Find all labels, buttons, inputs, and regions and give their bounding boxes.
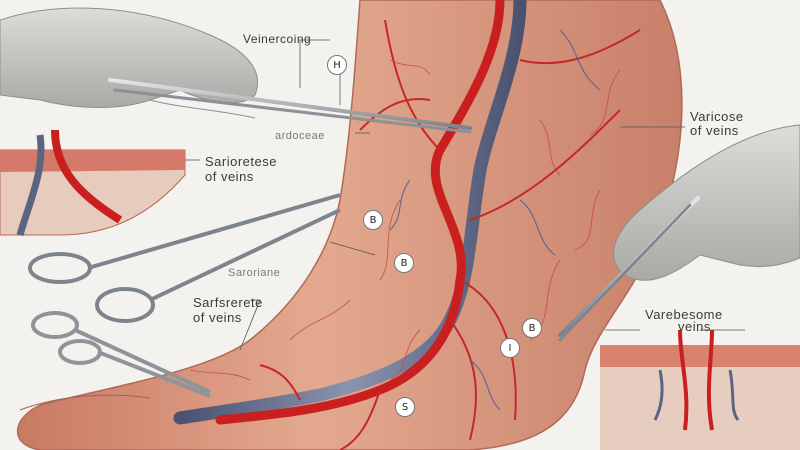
marker-2: B <box>363 210 383 230</box>
label-center-faint: Saroriane <box>228 267 281 279</box>
label-right-inset-2: veins <box>678 319 711 334</box>
left-scissors <box>28 193 341 323</box>
label-varicose-right-1: Varicose <box>690 109 744 124</box>
marker-1: H <box>327 55 347 75</box>
top-glove-hand <box>0 7 259 119</box>
inset-vein <box>16 134 45 236</box>
marker-3: B <box>394 253 414 273</box>
label-right-inset-1: Varebesome <box>645 307 723 322</box>
marker-4: B <box>522 318 542 338</box>
toe-outline <box>19 394 151 411</box>
top-forceps <box>108 78 472 134</box>
marker-6: S <box>395 397 415 417</box>
small-veins <box>389 29 601 411</box>
label-top: Veinercoing <box>243 32 312 46</box>
marker-5: I <box>500 338 520 358</box>
left-inset <box>0 129 200 236</box>
label-varicose-right-2: of veins <box>690 123 739 138</box>
right-inset <box>600 329 800 450</box>
lower-scissors <box>31 311 211 398</box>
label-lower-left-2: of veins <box>193 310 242 325</box>
right-instrument <box>558 196 700 342</box>
label-left-inset-2: of veins <box>205 169 254 184</box>
vessel-branches <box>259 19 641 450</box>
label-mid: ardoceae <box>275 130 325 142</box>
label-lower-left-1: Sarfsrerete <box>193 295 263 310</box>
inset-artery <box>51 129 123 224</box>
fine-capillaries <box>189 59 621 381</box>
label-left-inset-1: Sarioretese <box>205 154 277 169</box>
right-glove-hand <box>613 124 800 281</box>
